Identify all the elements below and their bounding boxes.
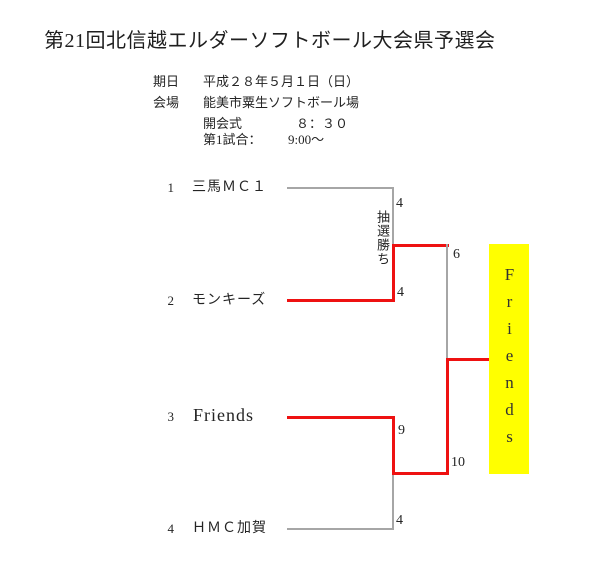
venue-value: 能美市粟生ソフトボール場 [203, 95, 360, 110]
team3-score: 9 [398, 423, 405, 438]
team2-score: 4 [397, 285, 404, 300]
team1-name: 三馬ＭＣ１ [192, 180, 267, 195]
team3-name: Friends [193, 405, 254, 425]
match1-winner-line [393, 244, 449, 247]
team3-seed: 3 [167, 409, 175, 424]
first-game-time: 9:00～ [288, 132, 325, 147]
ceremony-time: ８：３０ [296, 116, 349, 131]
ceremony-label: 開会式 [203, 116, 243, 131]
first-game-label: 第1試合： [203, 132, 262, 147]
final-vertical-top [446, 244, 448, 359]
venue-label: 会場 [153, 95, 180, 110]
match1-vertical-bottom [392, 244, 395, 302]
team2-line [287, 299, 393, 302]
page-title: 第21回北信越エルダーソフトボール大会県予選会 [44, 30, 496, 52]
final-top-score: 6 [453, 247, 460, 262]
champion-box: Friends [489, 244, 529, 474]
final-vertical-bottom [446, 358, 449, 475]
team1-seed: 1 [167, 180, 175, 195]
team4-name: ＨＭＣ加賀 [192, 521, 267, 536]
match1-vertical-top [392, 187, 394, 244]
date-value: 平成２８年５月１日（日） [203, 74, 360, 89]
team4-line [287, 528, 393, 530]
match2-vertical-bottom [392, 475, 394, 530]
team4-score: 4 [396, 513, 403, 528]
match2-winner-line [393, 472, 449, 475]
champion-name: Friends [500, 264, 519, 454]
match2-vertical-top [392, 416, 395, 475]
final-bottom-score: 10 [451, 455, 465, 470]
team2-seed: 2 [167, 293, 175, 308]
final-winner-line [447, 358, 489, 361]
team1-line [287, 187, 393, 189]
lottery-win-note: 抽選勝ち [375, 210, 390, 266]
team1-score: 4 [396, 196, 403, 211]
team2-name: モンキーズ [192, 293, 267, 308]
team4-seed: 4 [167, 521, 175, 536]
team3-line [287, 416, 393, 419]
date-label: 期日 [153, 74, 180, 89]
